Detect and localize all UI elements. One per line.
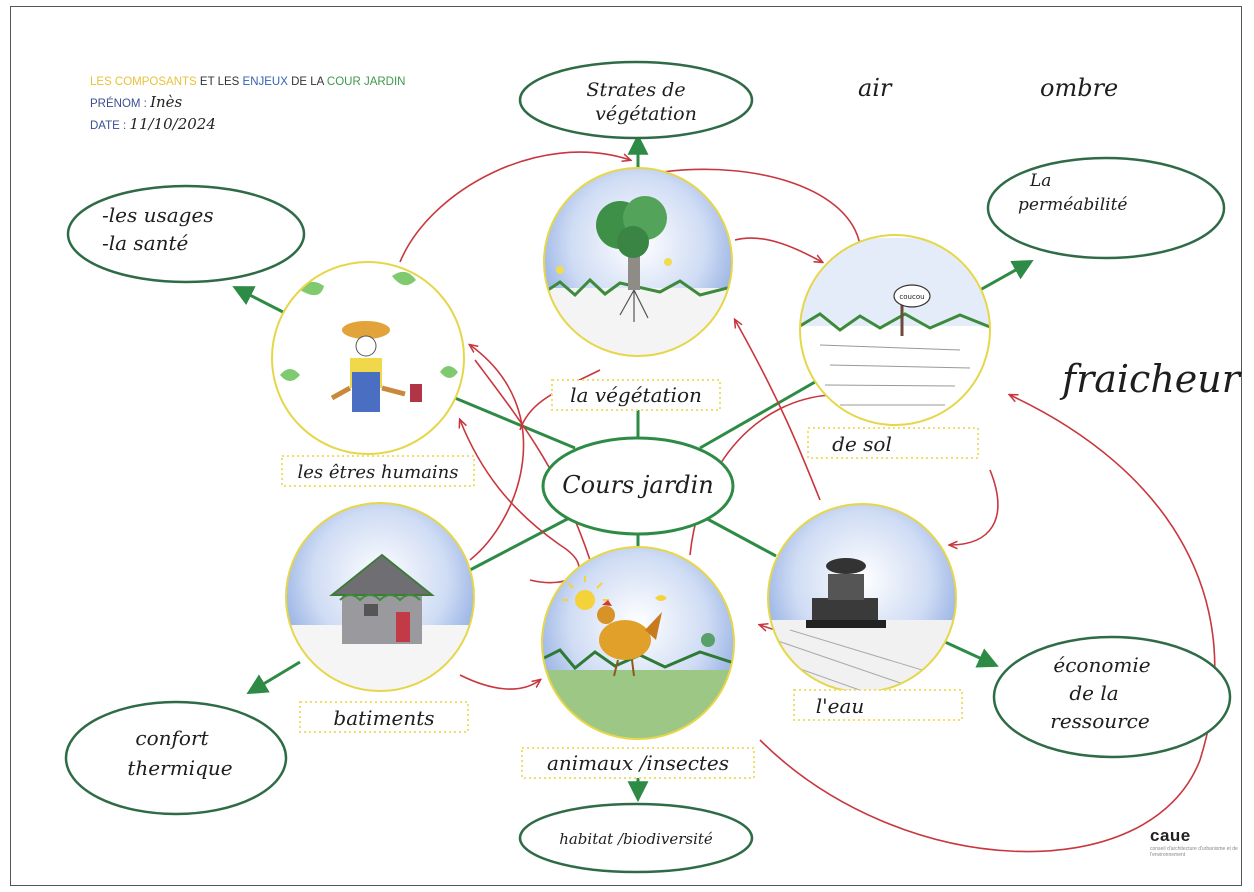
enjeu-confort: confort thermique xyxy=(64,700,288,816)
enjeu-strates-line1: Strates de xyxy=(586,79,685,101)
component-sol: coucou de sol xyxy=(799,234,991,459)
relation-arrows xyxy=(399,151,1216,853)
component-batiments: batiments xyxy=(285,502,475,733)
enjeu-strates-line2: végétation xyxy=(595,103,697,125)
enjeu-habitat: habitat /biodiversité xyxy=(518,802,754,874)
enjeu-usages: -les usages -la santé xyxy=(66,184,306,284)
caue-logo: caue conseil d'architecture d'urbanisme … xyxy=(1150,826,1238,858)
free-word-air: air xyxy=(858,74,893,102)
enjeu-permeabilite-line2: perméabilité xyxy=(1018,195,1127,215)
worksheet-header: LES COMPOSANTS ET LES ENJEUX DE LA COUR … xyxy=(90,72,406,136)
enjeu-habitat-line1: habitat /biodiversité xyxy=(559,830,713,848)
component-label-vegetation: la végétation xyxy=(570,383,702,407)
component-label-animaux: animaux /insectes xyxy=(547,751,729,775)
free-word-ombre: ombre xyxy=(1040,74,1118,102)
enjeu-economie-line3: ressource xyxy=(1050,709,1149,733)
worksheet-title: LES COMPOSANTS ET LES ENJEUX DE LA COUR … xyxy=(90,76,406,88)
enjeu-permeabilite: La perméabilité xyxy=(986,156,1226,260)
date-row: DATE : 11/10/2024 xyxy=(90,114,406,136)
date-label: DATE : xyxy=(90,120,127,132)
component-label-eau: l'eau xyxy=(816,694,865,718)
component-label-sol: de sol xyxy=(832,432,892,456)
enjeu-economie-line2: de la xyxy=(1069,681,1118,705)
center-label: Cours jardin xyxy=(562,471,713,499)
enjeu-economie-line1: économie xyxy=(1053,653,1150,677)
component-eau: l'eau xyxy=(767,503,963,721)
prenom-row: PRÉNOM : Inès xyxy=(90,92,406,114)
enjeu-permeabilite-line1: La xyxy=(1029,171,1051,191)
prenom-label: PRÉNOM : xyxy=(90,98,147,110)
enjeu-strates: Strates de végétation xyxy=(518,60,754,140)
sign-text: coucou xyxy=(899,293,924,301)
component-vegetation: la végétation xyxy=(543,167,733,411)
enjeu-usages-line2: -la santé xyxy=(102,231,189,255)
gardener-drawing-icon xyxy=(280,271,458,412)
component-label-humains: les êtres humains xyxy=(297,462,458,483)
date-value: 11/10/2024 xyxy=(129,115,216,133)
enjeu-usages-line1: -les usages xyxy=(102,203,214,227)
enjeu-confort-line2: thermique xyxy=(127,756,232,780)
enjeu-economie: économie de la ressource xyxy=(992,635,1232,759)
prenom-value: Inès xyxy=(150,93,183,111)
free-word-fraicheur: fraicheur xyxy=(1059,357,1243,401)
center-node: Cours jardin xyxy=(541,436,735,536)
connector-lines xyxy=(454,380,816,572)
component-label-batiments: batiments xyxy=(333,706,434,730)
component-humains: les êtres humains xyxy=(271,261,475,487)
enjeu-confort-line1: confort xyxy=(135,726,209,750)
